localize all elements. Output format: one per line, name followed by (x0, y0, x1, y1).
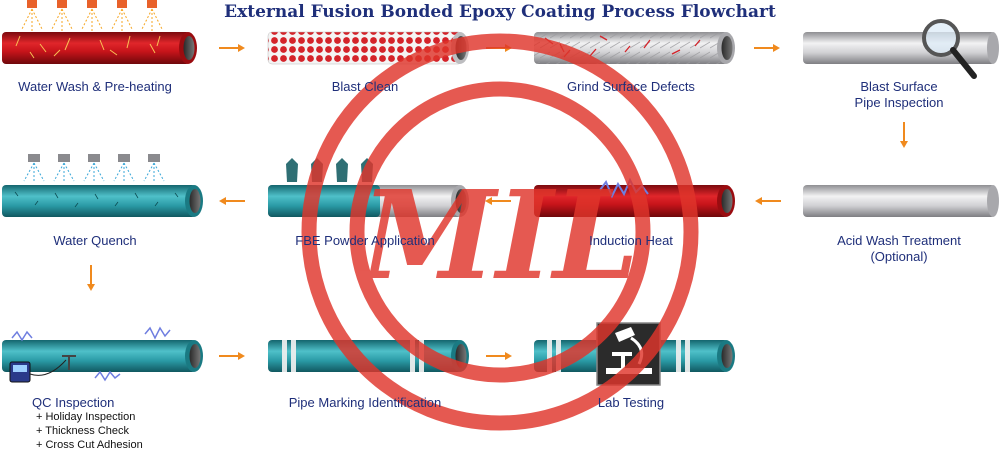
pipe-blast-inspect (803, 32, 999, 64)
step-label-quench: Water Quench (53, 233, 137, 248)
pipe-water-wash (2, 32, 197, 64)
qc-item: + Cross Cut Adhesion (36, 439, 143, 451)
step-label-fbe: FBE Powder Application (295, 233, 435, 248)
step-label-line: Acid Wash Treatment (837, 233, 961, 248)
step-label-grind: Grind Surface Defects (567, 79, 695, 94)
watermark-logo: MIL (301, 33, 699, 431)
arrow-left (485, 197, 511, 205)
step-label-water-wash: Water Wash & Pre-heating (18, 79, 172, 94)
step-label-line: Blast Surface (860, 79, 938, 94)
watermark-text: MIL (357, 163, 639, 307)
qc-checklist: + Holiday Inspection + Thickness Check +… (36, 410, 143, 452)
sprayer-icon (21, 0, 163, 31)
arrow-right (219, 44, 245, 52)
arrow-down (900, 122, 908, 148)
qc-item: + Thickness Check (36, 425, 130, 437)
arrow-left (219, 197, 245, 205)
step-label-acid-wash: Acid Wash Treatment (Optional) (803, 233, 995, 265)
sprayer-icon (23, 154, 165, 183)
arrow-right (754, 44, 780, 52)
gauge-icon (9, 355, 76, 383)
page-title: External Fusion Bonded Epoxy Coating Pro… (224, 2, 776, 22)
step-label-marking: Pipe Marking Identification (288, 395, 442, 410)
step-label-qc: QC Inspection (32, 395, 115, 410)
arrow-right (219, 352, 245, 360)
step-label-blast-clean: Blast Clean (331, 79, 399, 94)
pipe-quench (2, 185, 203, 217)
step-label-induction: Induction Heat (589, 233, 673, 248)
step-label-line: Pipe Inspection (854, 95, 944, 110)
step-label-line: (Optional) (870, 249, 928, 264)
magnifier-icon (922, 19, 977, 79)
step-label-lab: Lab Testing (597, 395, 665, 410)
pipe-acid-wash (803, 185, 999, 217)
qc-item: + Holiday Inspection (36, 411, 136, 423)
arrow-right (486, 352, 512, 360)
step-label-blast-inspect: Blast Surface Pipe Inspection (803, 79, 995, 111)
pipe-qc (2, 326, 203, 382)
arrow-left (755, 197, 781, 205)
arrow-down (87, 265, 95, 291)
